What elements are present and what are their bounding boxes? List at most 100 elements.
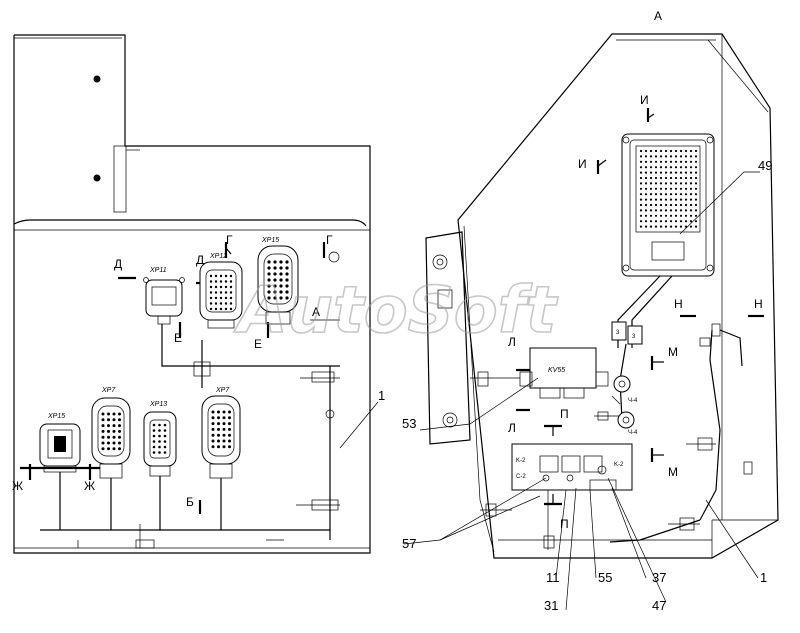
pin-dot: [669, 166, 673, 169]
pin-dot: [211, 445, 215, 449]
pin-dot: [654, 182, 658, 185]
pin-dot: [659, 149, 663, 153]
pin-dot: [107, 435, 110, 439]
pin-dot: [694, 214, 698, 217]
pin-dot: [664, 214, 668, 217]
pin-dot: [669, 214, 673, 217]
pin-dot: [285, 290, 289, 294]
pin-dot: [649, 203, 653, 207]
pin-dot: [101, 424, 105, 428]
section-label: Е: [174, 331, 182, 345]
pin-dot: [152, 445, 156, 449]
pin-dot: [214, 285, 218, 289]
pin-dot: [214, 280, 218, 283]
pin-dot: [659, 193, 663, 196]
pin-dot: [664, 155, 668, 158]
leader-line: [339, 401, 379, 449]
pin-dot: [267, 266, 271, 270]
pin-dot: [694, 176, 698, 180]
pin-dot: [679, 198, 683, 201]
callout-11: 11: [546, 570, 560, 585]
pin-dot: [639, 149, 643, 153]
pin-dot: [649, 182, 653, 185]
pin-dot: [689, 149, 693, 153]
pin-dot: [654, 203, 658, 207]
pin-dot: [279, 284, 283, 288]
pin-dot: [664, 171, 668, 174]
pin-dot: [229, 307, 233, 311]
connector-label: XP7: [101, 387, 116, 394]
pin-dot: [224, 307, 228, 311]
pin-dot: [639, 176, 643, 180]
pin-dot: [679, 203, 683, 207]
callout-49: 49: [758, 158, 772, 173]
connector-label: XP11: [149, 267, 167, 274]
pin-dot: [644, 166, 648, 169]
pin-dot: [209, 280, 213, 283]
pin-dot: [659, 220, 663, 223]
pin-dot: [689, 171, 693, 174]
pin-dot: [664, 182, 668, 185]
pin-dot: [669, 171, 673, 174]
pin-dot: [229, 285, 233, 289]
pin-dot: [639, 182, 643, 185]
pin-dot: [273, 290, 277, 294]
pin-dot: [674, 193, 678, 196]
pin-dot: [112, 441, 116, 445]
pin-dot: [679, 160, 683, 163]
section-label: И: [578, 157, 587, 171]
pin-dot: [224, 296, 228, 300]
connector-xp15-left: [39, 423, 81, 473]
pin-dot: [101, 429, 105, 433]
pin-dot: [654, 198, 658, 201]
callout-57: 57: [402, 536, 416, 551]
pin-dot: [669, 160, 673, 163]
pin-dot: [679, 166, 683, 169]
pin-dot: [644, 209, 648, 212]
callout-1-left: 1: [378, 388, 385, 403]
connector-xp7-a: [91, 397, 131, 479]
pin-dot: [158, 434, 161, 438]
pin-dot: [679, 187, 683, 190]
pin-dot: [639, 220, 643, 223]
pin-dot: [639, 155, 643, 158]
pin-dot: [694, 187, 698, 190]
section-label: Д: [114, 257, 122, 271]
section-label: М: [668, 465, 678, 479]
pin-dot: [209, 302, 213, 305]
pin-dot: [228, 410, 231, 414]
pin-dot: [684, 193, 688, 196]
connector-label: XP7: [215, 387, 230, 394]
pin-dot: [694, 193, 698, 196]
pin-dot: [229, 274, 233, 278]
pin-dot: [664, 209, 668, 212]
pin-dot: [152, 440, 156, 443]
pin-dot: [684, 214, 688, 217]
pin-dot: [644, 171, 648, 174]
callout-55: 55: [598, 570, 612, 585]
pin-dot: [644, 203, 648, 207]
pin-dot: [644, 182, 648, 185]
pin-dot: [224, 274, 228, 278]
callout-37: 37: [652, 570, 666, 585]
pin-dot: [654, 149, 658, 153]
pin-dot: [217, 427, 220, 431]
pin-dot: [217, 422, 220, 426]
pin-dot: [639, 198, 643, 201]
pin-dot: [669, 225, 673, 228]
pin-dot: [222, 439, 226, 443]
left-panel: [13, 34, 371, 554]
pin-dot: [689, 182, 693, 185]
pin-dot: [285, 260, 289, 264]
pin-dot: [679, 214, 683, 217]
section-label: Г: [226, 233, 233, 247]
pin-dot: [659, 203, 663, 207]
fuse-label: 3: [632, 334, 636, 340]
pin-dot: [644, 176, 648, 180]
pin-dot: [118, 441, 121, 445]
pin-dot: [279, 260, 283, 264]
pin-dot: [273, 272, 277, 276]
pin-dot: [209, 291, 213, 294]
pin-dot: [654, 225, 658, 228]
